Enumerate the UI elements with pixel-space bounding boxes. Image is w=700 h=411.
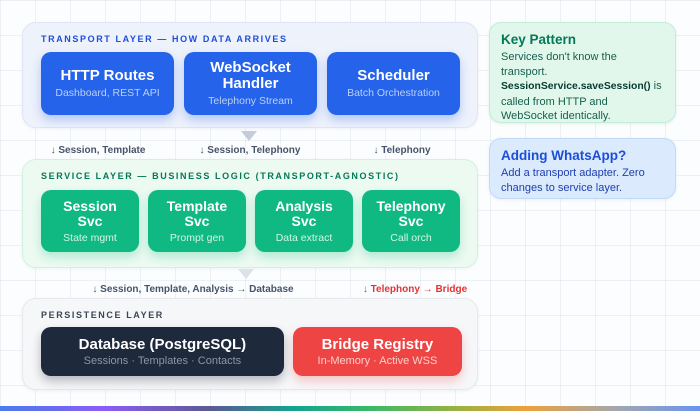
key-pattern-code: SessionService.saveSession(): [501, 81, 651, 92]
node-title: Session Svc: [63, 197, 117, 229]
node-subtitle: Prompt gen: [169, 231, 225, 244]
arrow-down-icon: [241, 131, 257, 141]
node-title-line: Svc: [398, 212, 424, 229]
node-title: Template Svc: [166, 197, 228, 229]
websocket-handler-node: WebSocket Handler Telephony Stream: [184, 52, 317, 115]
bridge-registry-node: Bridge Registry In-Memory · Active WSS: [292, 327, 462, 376]
flow-label: ↓ Session, Telephony: [199, 145, 301, 156]
http-routes-node: HTTP Routes Dashboard, REST API: [41, 52, 174, 115]
database-node: Database (PostgreSQL) Sessions · Templat…: [41, 327, 284, 376]
flow-label-bridge: ↓ Telephony → Bridge: [362, 284, 468, 295]
key-pattern-body-after: is called from HTTP and WebSocket identi…: [501, 80, 662, 122]
persistence-layer-panel: PERSISTENCE LAYER Database (PostgreSQL) …: [22, 298, 478, 390]
service-layer-title: SERVICE LAYER — BUSINESS LOGIC (TRANSPOR…: [41, 171, 400, 181]
node-title: Database (PostgreSQL): [78, 335, 247, 353]
key-pattern-panel: Key Pattern Services don't know the tran…: [489, 22, 676, 123]
node-title: Scheduler: [357, 68, 430, 84]
node-title-line: Svc: [184, 212, 210, 229]
node-title: Telephony Svc: [376, 197, 446, 229]
node-title-line: HTTP Routes: [60, 67, 155, 84]
node-subtitle: Sessions · Templates · Contacts: [83, 354, 242, 367]
node-subtitle: State mgmt: [63, 231, 117, 244]
node-title-line: Analysis: [275, 197, 333, 214]
key-pattern-title: Key Pattern: [501, 32, 577, 47]
node-subtitle: Call orch: [390, 231, 432, 244]
node-title-line: Handler: [222, 75, 279, 92]
key-pattern-body: Services don't know the transport. Sessi…: [501, 50, 664, 124]
node-title-line: WebSocket: [210, 59, 291, 76]
node-title-line: Session: [63, 197, 117, 214]
analysis-svc-node: Analysis Svc Data extract: [255, 190, 353, 252]
node-title-line: Svc: [291, 212, 317, 229]
adding-whatsapp-body: Add a transport adapter. Zero changes to…: [501, 167, 645, 194]
service-layer-panel: SERVICE LAYER — BUSINESS LOGIC (TRANSPOR…: [22, 159, 478, 268]
node-subtitle: In-Memory · Active WSS: [317, 354, 438, 367]
transport-box-row: HTTP Routes Dashboard, REST API WebSocke…: [41, 52, 460, 115]
transport-layer-title: TRANSPORT LAYER — HOW DATA ARRIVES: [41, 34, 288, 44]
node-title-line: Template: [166, 197, 228, 214]
node-title-line: Bridge Registry: [321, 335, 434, 353]
key-pattern-body-before: Services don't know the transport.: [501, 51, 617, 78]
node-subtitle: Dashboard, REST API: [55, 87, 160, 99]
node-title: HTTP Routes: [61, 68, 155, 84]
flow-label: ↓ Telephony: [373, 145, 431, 156]
adding-whatsapp-panel: Adding WhatsApp? Add a transport adapter…: [489, 138, 676, 199]
node-title: Bridge Registry: [321, 335, 434, 353]
service-box-row: Session Svc State mgmt Template Svc Prom…: [41, 190, 460, 252]
flow-label-database: ↓ Session, Template, Analysis → Database: [92, 284, 294, 295]
rainbow-gradient-bar: [0, 406, 700, 411]
arrow-down-icon: [238, 269, 254, 279]
node-title-line: Svc: [77, 212, 103, 229]
node-title-line: Database (PostgreSQL): [78, 335, 247, 353]
persistence-box-row: Database (PostgreSQL) Sessions · Templat…: [41, 327, 462, 376]
node-title: WebSocket Handler: [210, 60, 291, 92]
session-svc-node: Session Svc State mgmt: [41, 190, 139, 252]
scheduler-node: Scheduler Batch Orchestration: [327, 52, 460, 115]
transport-to-service-flow-labels: ↓ Session, Template ↓ Session, Telephony…: [22, 145, 478, 156]
flow-label: ↓ Session, Template: [50, 145, 146, 156]
node-title-line: Scheduler: [357, 67, 430, 84]
node-subtitle: Data extract: [275, 231, 333, 244]
template-svc-node: Template Svc Prompt gen: [148, 190, 246, 252]
transport-layer-panel: TRANSPORT LAYER — HOW DATA ARRIVES HTTP …: [22, 22, 478, 128]
node-subtitle: Telephony Stream: [208, 95, 293, 107]
node-title-line: Telephony: [376, 197, 446, 214]
telephony-svc-node: Telephony Svc Call orch: [362, 190, 460, 252]
adding-whatsapp-title: Adding WhatsApp?: [501, 148, 627, 163]
persistence-layer-title: PERSISTENCE LAYER: [41, 310, 164, 320]
node-title: Analysis Svc: [275, 197, 333, 229]
node-subtitle: Batch Orchestration: [347, 87, 440, 99]
